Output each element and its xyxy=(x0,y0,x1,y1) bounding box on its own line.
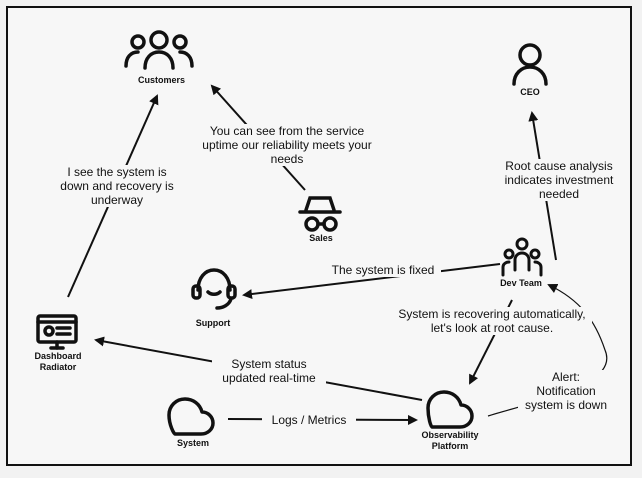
edge-label-dashboard-to-customers: I see the system is down and recovery is… xyxy=(52,165,182,207)
edge-label-line: down and recovery is xyxy=(60,179,174,193)
edge-label-line: Logs / Metrics xyxy=(271,413,347,427)
node-observability-label-line1: Observability xyxy=(421,430,479,440)
edge-label-line: uptime our reliability meets your xyxy=(202,138,372,152)
edge-label-line: updated real-time xyxy=(222,371,316,385)
edge-label-line: indicates investment xyxy=(504,173,614,187)
edge-dev-to-support xyxy=(242,263,501,300)
node-sales-label: Sales xyxy=(309,233,333,243)
edge-label-system-to-observability: Logs / Metrics xyxy=(262,413,356,427)
node-customers-label: Customers xyxy=(138,75,186,85)
edge-label-line: System status xyxy=(231,357,307,371)
edge-label-sales-to-customers: You can see from the service uptime our … xyxy=(195,124,379,166)
node-dev-team-label: Dev Team xyxy=(500,278,542,288)
edge-label-dev-to-ceo: Root cause analysis indicates investment… xyxy=(496,159,622,201)
edge-label-dev-to-observability: System is recovering automatically, let'… xyxy=(392,307,592,335)
edge-label-line: You can see from the service xyxy=(209,124,365,138)
person-icon xyxy=(512,43,548,86)
edge-label-line: Root cause analysis xyxy=(505,159,613,173)
node-dashboard-label: Dashboard Radiator xyxy=(28,351,88,373)
edge-label-line: System is recovering automatically, xyxy=(398,307,586,321)
team-icon xyxy=(501,237,543,277)
node-ceo-label: CEO xyxy=(520,87,540,97)
headset-icon xyxy=(191,268,237,310)
cloud-icon xyxy=(426,390,474,429)
node-observability-label-line2: Platform xyxy=(431,441,469,451)
edge-label-line: I see the system is xyxy=(67,165,167,179)
node-observability-label: Observability Platform xyxy=(416,430,484,452)
node-support-label: Support xyxy=(195,318,231,328)
edge-label-observability-to-dev: Alert: Notification system is down xyxy=(518,370,614,412)
edge-label-line: underway xyxy=(90,193,144,207)
edge-label-line: needed xyxy=(538,187,580,201)
edge-label-dev-to-support: The system is fixed xyxy=(325,263,441,277)
node-dashboard-label-line1: Dashboard xyxy=(34,351,82,361)
edge-label-line: let's look at root cause. xyxy=(430,321,554,335)
node-system-label: System xyxy=(176,438,210,448)
cloud-icon xyxy=(167,397,215,436)
edge-label-line: Alert: xyxy=(551,370,580,384)
edge-label-line: Notification xyxy=(536,384,596,398)
people-group-icon xyxy=(124,30,194,70)
spy-icon xyxy=(298,196,342,232)
dashboard-icon xyxy=(36,314,78,350)
edge-label-line: system is down xyxy=(524,398,608,412)
node-dashboard-label-line2: Radiator xyxy=(39,362,77,372)
edge-label-line: The system is fixed xyxy=(331,263,435,277)
edge-label-observability-to-dashboard: System status updated real-time xyxy=(212,357,326,385)
edge-label-line: needs xyxy=(270,152,304,166)
